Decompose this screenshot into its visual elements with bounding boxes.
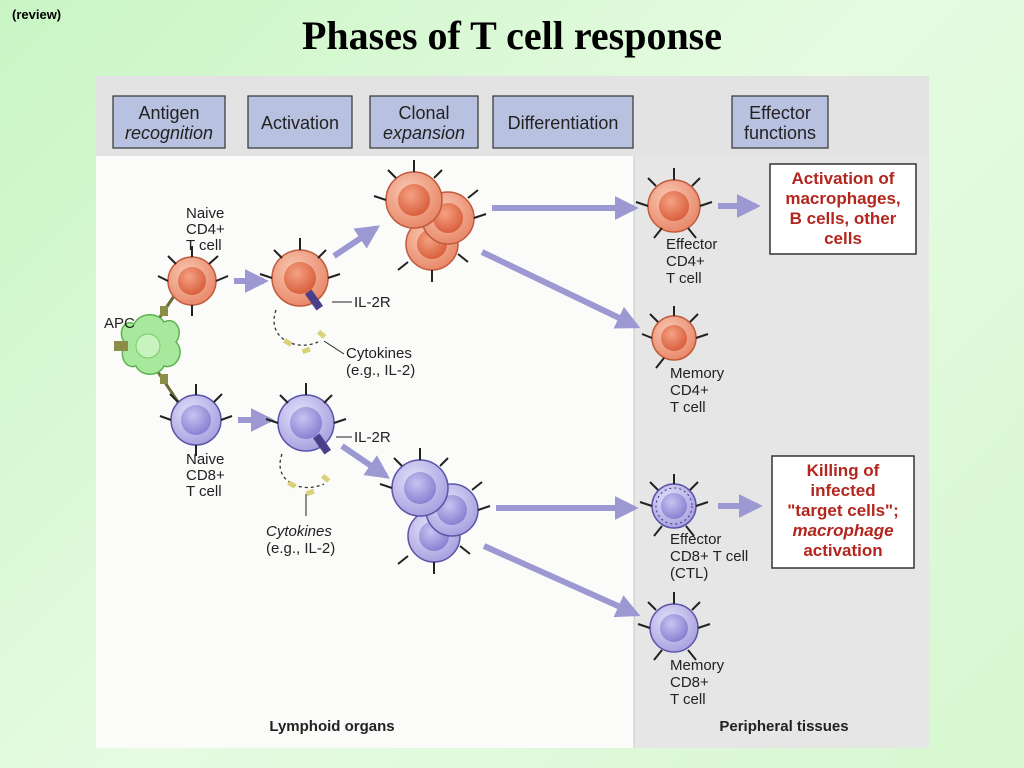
cd4-clone-cluster: [373, 160, 487, 282]
svg-text:activation: activation: [803, 541, 882, 560]
memory-cd4-label-1: Memory: [670, 365, 725, 382]
naive-cd4-label-1: Naive: [186, 205, 224, 222]
effector-cd8-label-1: Effector: [670, 531, 721, 548]
peripheral-tissues-label: Peripheral tissues: [719, 718, 848, 735]
svg-text:recognition: recognition: [125, 123, 213, 143]
svg-text:"target cells";: "target cells";: [787, 501, 899, 520]
svg-text:macrophage: macrophage: [792, 521, 893, 540]
effector-cd4-cell: [635, 168, 713, 239]
svg-text:Differentiation: Differentiation: [508, 113, 619, 133]
effector-cd8-label-2: CD8+ T cell: [670, 548, 748, 565]
cd4-effector-function-box: Activation of macrophages, B cells, othe…: [769, 163, 917, 255]
effector-cd4-label-3: T cell: [666, 270, 702, 287]
il2r-top-label: IL-2R: [354, 294, 391, 311]
effector-cd8-cell: [639, 474, 709, 537]
phase-clonal-expansion: Clonal expansion: [369, 95, 479, 149]
effector-cd4-label-1: Effector: [666, 236, 717, 253]
cytokines-top-label-2: (e.g., IL-2): [346, 362, 415, 379]
memory-cd8-cell: [637, 592, 711, 661]
effector-cd8-label-3: (CTL): [670, 565, 708, 582]
svg-text:macrophages,: macrophages,: [785, 189, 900, 208]
il2r-bottom-label: IL-2R: [354, 429, 391, 446]
cd8-clone-cluster: [379, 448, 491, 574]
svg-text:Activation: Activation: [261, 113, 339, 133]
phase-differentiation: Differentiation: [492, 95, 634, 149]
memory-cd8-label-1: Memory: [670, 657, 725, 674]
apc-label: APC: [104, 315, 135, 332]
review-tag: (review): [12, 7, 62, 22]
svg-text:expansion: expansion: [383, 123, 465, 143]
naive-cd4-label-3: T cell: [186, 237, 222, 254]
phase-activation: Activation: [247, 95, 353, 149]
naive-cd4-cell: [157, 246, 229, 316]
memory-cd4-label-3: T cell: [670, 399, 706, 416]
naive-cd8-label-3: T cell: [186, 483, 222, 500]
svg-text:cells: cells: [824, 229, 862, 248]
cytokines-bottom-label-2: (e.g., IL-2): [266, 540, 335, 557]
naive-cd4-label-2: CD4+: [186, 221, 225, 238]
svg-text:Activation of: Activation of: [792, 169, 895, 188]
svg-text:B cells, other: B cells, other: [790, 209, 897, 228]
naive-cd8-cell: [159, 384, 233, 456]
svg-text:infected: infected: [810, 481, 875, 500]
memory-cd4-label-2: CD4+: [670, 382, 709, 399]
cytokines-bottom-label-1: Cytokines: [266, 523, 332, 540]
svg-text:Killing of: Killing of: [807, 461, 880, 480]
svg-text:Effector: Effector: [749, 103, 811, 123]
cytokines-top-label-1: Cytokines: [346, 345, 412, 362]
lymphoid-organs-label: Lymphoid organs: [269, 718, 394, 735]
memory-cd8-label-2: CD8+: [670, 674, 709, 691]
svg-text:Antigen: Antigen: [138, 103, 199, 123]
naive-cd8-label-1: Naive: [186, 451, 224, 468]
phase-effector-functions: Effector functions: [731, 95, 829, 149]
effector-cd4-label-2: CD4+: [666, 253, 705, 270]
activated-cd4-cell: [259, 238, 341, 311]
svg-text:functions: functions: [744, 123, 816, 143]
memory-cd4-cell: [641, 306, 709, 369]
activated-cd8-cell: [265, 383, 347, 455]
t-cell-figure: Antigen recognition Activation Clonal ex…: [96, 76, 929, 748]
phase-antigen-recognition: Antigen recognition: [112, 95, 226, 149]
svg-text:Clonal: Clonal: [398, 103, 449, 123]
slide-title: Phases of T cell response: [301, 13, 723, 58]
memory-cd8-label-3: T cell: [670, 691, 706, 708]
cd8-effector-function-box: Killing of infected "target cells"; macr…: [771, 455, 915, 569]
t-cell-diagram: Antigen recognition Activation Clonal ex…: [96, 76, 929, 748]
naive-cd8-label-2: CD8+: [186, 467, 225, 484]
